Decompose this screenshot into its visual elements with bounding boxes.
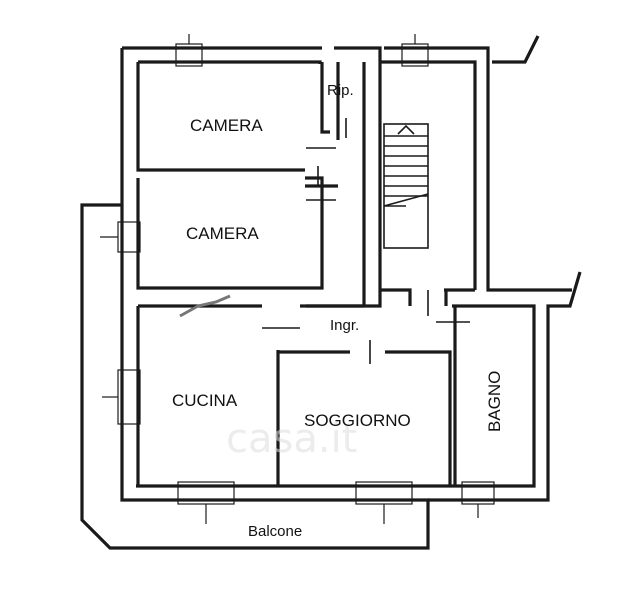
room-label-camera-top: CAMERA: [190, 116, 263, 135]
outer-walls: [80, 35, 582, 550]
pencil-mark: [179, 294, 231, 318]
openings: [100, 34, 495, 524]
watermark: casa.it: [226, 416, 357, 462]
staircase: [383, 123, 429, 249]
room-label-balcone: Balcone: [248, 523, 302, 540]
room-label-soggiorno: SOGGIORNO: [304, 411, 411, 430]
room-label-cucina: CUCINA: [172, 391, 238, 410]
room-label-ripostiglio: Rip.: [327, 82, 354, 99]
room-label-ingresso: Ingr.: [330, 317, 359, 334]
interior-walls: [136, 60, 477, 486]
room-label-camera-middle: CAMERA: [186, 224, 259, 243]
room-label-bagno: BAGNO: [485, 371, 504, 432]
